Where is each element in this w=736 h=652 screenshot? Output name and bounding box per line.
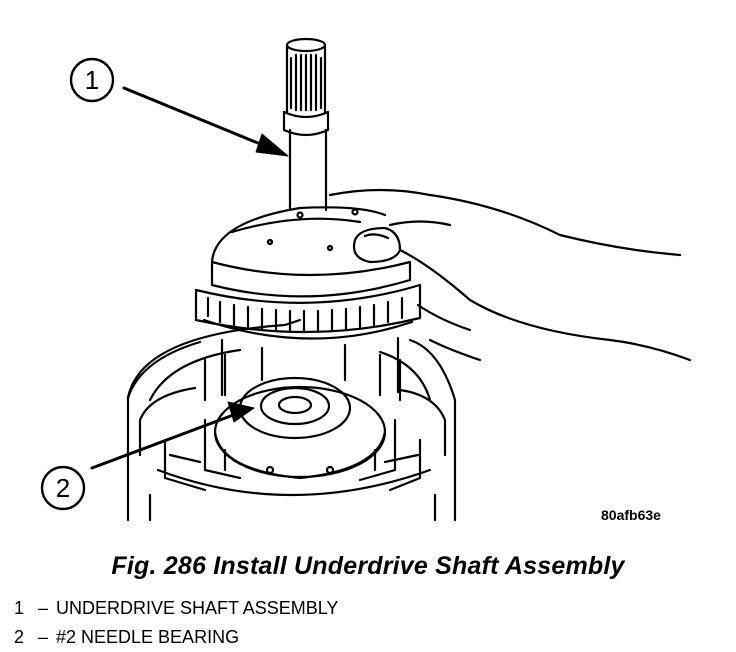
callout-circle-2 (40, 465, 86, 511)
clutch-drum (194, 206, 422, 397)
figure-caption: Fig. 286 Install Underdrive Shaft Assemb… (111, 552, 625, 580)
legend-item-number: 2 (14, 627, 25, 647)
image-id: 80afb63e (601, 507, 661, 523)
callout-arrow-2 (90, 401, 255, 470)
needle-bearing (213, 376, 387, 480)
hand (328, 188, 692, 362)
legend-item: 2–#2 NEEDLE BEARING (14, 623, 338, 652)
underdrive-shaft (282, 37, 330, 212)
legend-item-number: 1 (14, 598, 25, 618)
legend-item-label: #2 NEEDLE BEARING (56, 627, 240, 647)
legend: 1–UNDERDRIVE SHAFT ASSEMBLY 2–#2 NEEDLE … (14, 594, 338, 652)
legend-item-separator: – (37, 627, 48, 647)
legend-item-separator: – (37, 598, 48, 618)
legend-item-label: UNDERDRIVE SHAFT ASSEMBLY (56, 598, 339, 618)
callout-arrow-1 (122, 86, 289, 157)
callout-number-1: 1 (85, 65, 99, 95)
legend-item: 1–UNDERDRIVE SHAFT ASSEMBLY (14, 594, 338, 623)
transmission-case (126, 318, 457, 522)
callout-number-2: 2 (56, 473, 70, 503)
technical-illustration: 1 2 80afb63e (40, 37, 692, 523)
callout-circle-1 (69, 57, 115, 103)
